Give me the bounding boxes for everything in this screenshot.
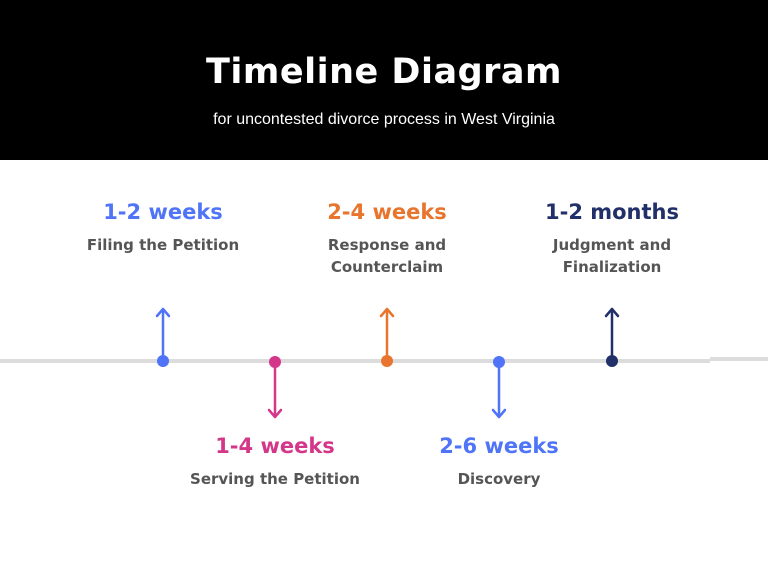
event-duration: 2-4 weeks [327, 200, 447, 224]
header-banner: Timeline Diagram for uncontested divorce… [0, 0, 768, 160]
event-duration: 2-6 weeks [439, 434, 559, 458]
event-duration: 1-2 months [545, 200, 679, 224]
arrow-down-icon [491, 356, 507, 419]
arrow-down-icon [267, 356, 283, 419]
arrow-up-icon [379, 307, 395, 367]
page-title: Timeline Diagram [206, 52, 562, 92]
timeline-event-discovery: 2-6 weeks Discovery [379, 433, 619, 490]
event-duration: 1-4 weeks [215, 434, 335, 458]
page-subtitle: for uncontested divorce process in West … [213, 111, 555, 128]
event-label: Filing the Petition [86, 236, 240, 254]
timeline-event-filing: 1-2 weeks Filing the Petition [43, 199, 283, 256]
timeline-event-response: 2-4 weeks Response and Counterclaim [267, 199, 507, 278]
event-duration: 1-2 weeks [103, 200, 223, 224]
timeline-event-serving: 1-4 weeks Serving the Petition [155, 433, 395, 490]
arrow-up-icon [155, 307, 171, 367]
timeline-axis-end [710, 357, 768, 361]
arrow-up-icon [604, 307, 620, 367]
event-label: Serving the Petition [190, 470, 360, 488]
timeline-event-judgment: 1-2 months Judgment and Finalization [492, 199, 732, 278]
event-label: Response and Counterclaim [327, 236, 447, 276]
event-label: Discovery [457, 470, 541, 488]
event-label: Judgment and Finalization [552, 236, 672, 276]
timeline-axis [0, 359, 710, 363]
